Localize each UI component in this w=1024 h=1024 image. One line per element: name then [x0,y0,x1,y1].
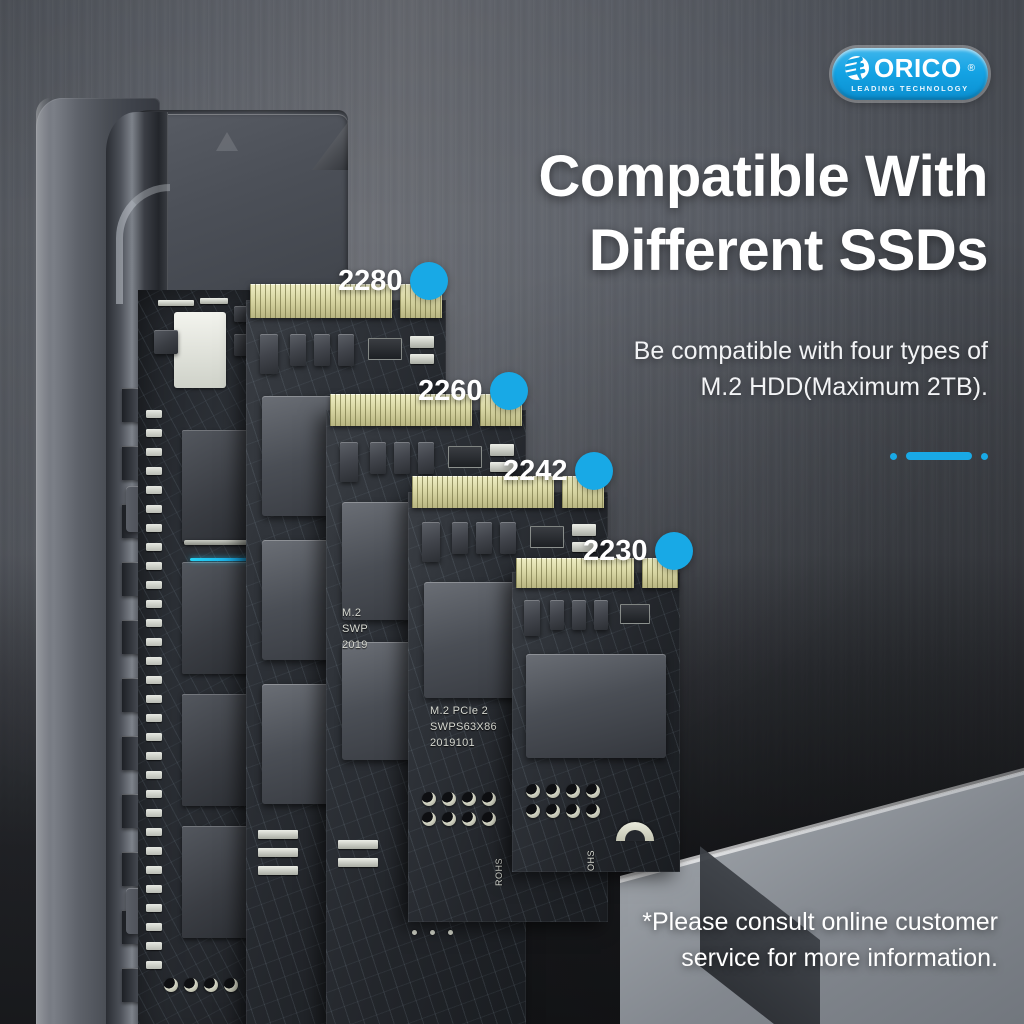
m2-edge-connector-2280-main [250,284,392,318]
orico-logo: ORICO ® LEADING TECHNOLOGY [832,48,988,100]
size-badge-2280-dot [410,262,448,300]
orico-globe-icon [844,56,869,80]
size-badge-2280-label: 2280 [338,264,403,297]
size-badge-2230: 2230 [583,532,693,570]
subtitle: Be compatible with four types of M.2 HDD… [568,334,988,405]
m2-edge-connector-2260-main [330,394,472,426]
size-badge-2280: 2280 [338,262,448,300]
rohs-marking-2230: ROHS [586,849,596,872]
orico-tagline: LEADING TECHNOLOGY [851,84,969,93]
enclosure-top-plate [142,114,348,314]
rohs-marking-2242: ROHS [494,857,504,886]
size-badge-2230-label: 2230 [583,534,648,567]
size-badge-2242-dot [575,452,613,490]
headline-line-2: Different SSDs [588,218,989,284]
ornament-dot-right [981,452,988,460]
size-badge-2260-label: 2260 [418,374,483,407]
disclaimer-note: *Please consult online customer service … [568,904,998,977]
m2-edge-connector-2242-main [412,476,554,508]
size-badge-2230-dot [655,532,693,570]
warning-triangle-icon [216,132,238,151]
m2-edge-connector-2230-main [516,558,634,588]
registered-trademark-icon: ® [967,62,976,74]
size-badge-2242: 2242 [503,452,613,490]
page-title: Compatible With Different SSDs [468,140,988,288]
footnote-line-2: service for more information. [681,943,998,972]
headline-line-1: Compatible With [538,144,988,209]
size-badge-2242-label: 2242 [503,454,568,487]
ssd-module-2230: ROHS [512,572,680,872]
orico-wordmark: ORICO [873,53,962,83]
size-badge-2260: 2260 [418,372,528,410]
decorative-dash [890,452,988,460]
subhead-line-2: M.2 HDD(Maximum 2TB). [700,372,988,401]
subhead-line-1: Be compatible with four types of [633,337,988,365]
ornament-dot-left [890,452,897,460]
ornament-bar [906,452,972,460]
silkscreen-2260: M.2 SWP 2019 [342,607,368,651]
silkscreen-2242: M.2 PCIe 2 SWPS63X86 2019101 [430,705,497,749]
size-badge-2260-dot [490,372,528,410]
footnote-line-1: *Please consult online customer [642,907,998,936]
